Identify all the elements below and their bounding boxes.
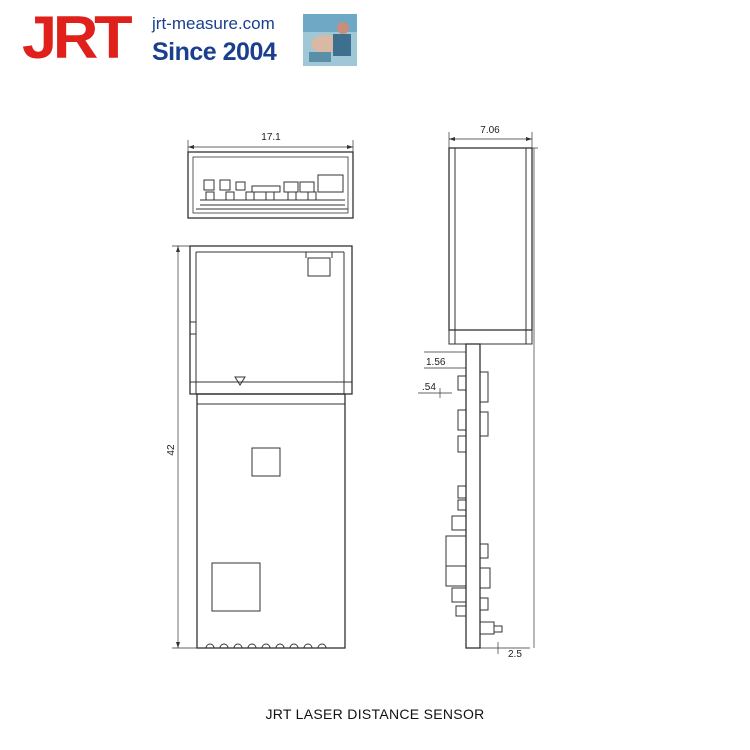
- dim-offset-2: .54: [422, 382, 436, 393]
- dim-top-width: 17.1: [261, 132, 281, 143]
- logo-photo-icon: [303, 14, 357, 66]
- side-view: 7.06 1.56: [418, 125, 538, 660]
- dim-side-width: 7.06: [480, 125, 500, 136]
- dim-bottom-offset: 2.5: [508, 649, 522, 660]
- top-view: 17.1: [187, 132, 354, 219]
- dim-height: 42: [166, 444, 177, 456]
- caption: JRT LASER DISTANCE SENSOR: [265, 706, 485, 722]
- header: JRT jrt-measure.com Since 2004: [0, 0, 750, 80]
- front-view: 42: [166, 245, 353, 649]
- logo-text: JRT: [22, 4, 133, 71]
- since-tagline: Since 2004: [152, 38, 277, 66]
- dim-offset-1: 1.56: [426, 357, 446, 368]
- website-url[interactable]: jrt-measure.com: [152, 14, 275, 33]
